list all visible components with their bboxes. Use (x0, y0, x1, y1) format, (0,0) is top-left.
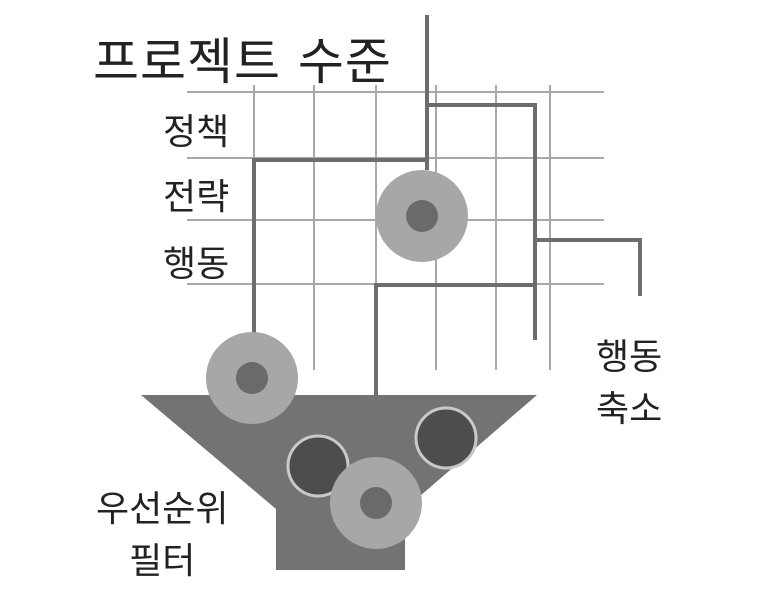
ball-top-right (376, 170, 468, 262)
project-level-title: 프로젝트 수준 (93, 33, 392, 91)
ball-dark-right (414, 406, 478, 470)
path-left (252, 158, 427, 380)
path-branch-right (535, 238, 642, 296)
level-label-action: 행동 (163, 244, 230, 285)
ball-left-funnel-rim (206, 332, 298, 424)
action-reduction-line2: 축소 (596, 389, 663, 430)
paths (252, 15, 642, 410)
priority-filter-line1: 우선순위 (96, 489, 229, 530)
action-reduction-label: 행동 축소 (596, 332, 662, 436)
priority-filter-line2: 필터 (129, 541, 196, 582)
priority-filter-label: 우선순위 필터 (96, 484, 228, 588)
path-right-step (427, 103, 537, 340)
path-center-down (374, 283, 535, 410)
level-label-strategy: 전략 (163, 177, 230, 218)
ball-dark-left (286, 434, 350, 498)
level-label-policy: 정책 (163, 112, 230, 153)
ball-center-bottom (330, 457, 422, 549)
action-reduction-line1: 행동 (596, 337, 663, 378)
